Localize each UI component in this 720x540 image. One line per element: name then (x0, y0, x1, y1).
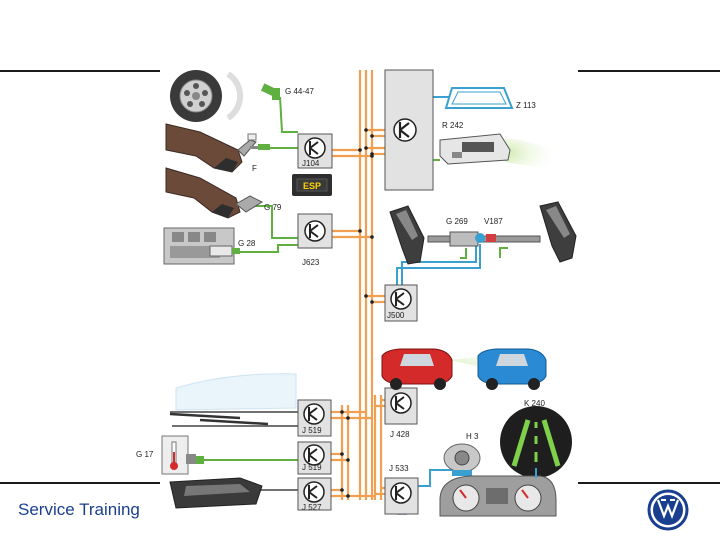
control-unit-j104 (297, 133, 333, 169)
footer-title: Service Training (18, 500, 140, 519)
bus-junctions (340, 128, 374, 498)
control-unit-j500 (384, 284, 418, 322)
label-g17: G 17 (136, 450, 154, 459)
blue-wires (396, 96, 481, 487)
right-pedal-icon (539, 201, 577, 263)
accelerator-pedal-foot-icon (165, 167, 264, 219)
brake-light-switch-icon (250, 144, 270, 150)
label-g44: G 44-47 (285, 87, 314, 96)
label-j519-a: J 519 (302, 426, 322, 435)
blue-car-icon (477, 348, 547, 390)
control-unit-j519-b (297, 441, 332, 475)
label-j428: J 428 (390, 430, 410, 439)
brake-pedal-foot-icon (165, 123, 257, 173)
label-g269: G 269 (446, 217, 468, 226)
esp-button (292, 174, 332, 196)
label-r242: R 242 (442, 121, 464, 130)
label-v187: V187 (484, 217, 503, 226)
front-camera-icon (439, 133, 560, 168)
instrument-cluster-icon (439, 475, 557, 517)
steering-rack-icon (427, 231, 541, 247)
control-unit-j533 (384, 477, 419, 515)
label-g79: G 79 (264, 203, 282, 212)
windscreen-wiper-icon (169, 373, 297, 426)
label-j533: J 533 (389, 464, 409, 473)
label-esp: ESP (303, 181, 321, 191)
footer-rule-right (578, 482, 720, 484)
label-f: F (252, 164, 257, 173)
engine-icon (163, 227, 240, 265)
vw-logo (647, 489, 689, 531)
footer-rule-left (0, 482, 160, 484)
label-j623: J623 (302, 258, 320, 267)
wheel-icon (170, 70, 244, 122)
control-unit-j428 (384, 387, 418, 425)
label-k240: K 240 (524, 399, 545, 408)
lane-assist-lamp-icon (500, 406, 572, 478)
control-unit-r242 (384, 69, 434, 191)
heated-windscreen-icon (444, 87, 514, 109)
label-j519-b: J 519 (302, 463, 322, 472)
left-pedal-icon (389, 205, 425, 265)
control-unit-j527 (297, 477, 332, 511)
can-bus (331, 70, 385, 500)
header-rule-left (0, 70, 160, 72)
label-h3: H 3 (466, 432, 479, 441)
control-unit-j623 (297, 213, 333, 249)
speed-sensor-icon (260, 83, 280, 100)
label-g28: G 28 (238, 239, 256, 248)
control-unit-j519-a (297, 399, 332, 437)
buzzer-icon (443, 443, 481, 476)
label-j104: J104 (302, 159, 320, 168)
temperature-sensor-icon (161, 435, 204, 475)
label-z113: Z 113 (516, 101, 536, 110)
label-j500: J500 (387, 311, 405, 320)
label-j527: J 527 (302, 503, 322, 512)
steering-column-switch-icon (169, 477, 263, 509)
header-rule-right (578, 70, 720, 72)
